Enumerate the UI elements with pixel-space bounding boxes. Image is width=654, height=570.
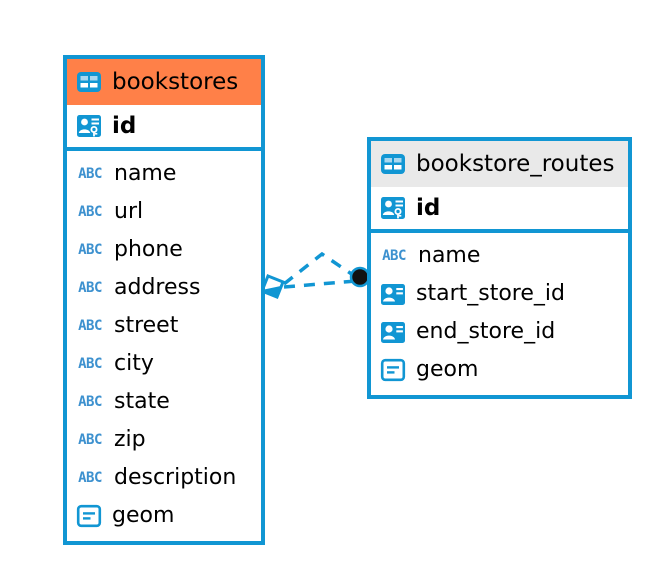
abc-text-icon: ABC (78, 356, 102, 372)
abc-text-icon: ABC (78, 318, 102, 334)
geometry-icon (75, 502, 103, 530)
geometry-icon (379, 356, 407, 384)
entity-table-bookstores[interactable]: bookstores id ABC name (63, 55, 265, 545)
field-label-id: id (416, 194, 441, 221)
field-label-description: description (114, 465, 237, 490)
foreign-key-icon (379, 280, 407, 308)
entity-title-bookstores: bookstores (112, 68, 239, 95)
primary-key-icon (75, 112, 103, 140)
abc-text-icon: ABC (78, 280, 102, 296)
field-label-start-store-id: start_store_id (416, 281, 565, 306)
field-label-name: name (418, 243, 481, 268)
abc-text-icon: ABC (78, 242, 102, 258)
table-icon (379, 150, 407, 178)
field-label-name: name (114, 161, 177, 186)
primary-key-icon (379, 194, 407, 222)
field-row-city[interactable]: ABC city (67, 345, 261, 383)
field-row-state[interactable]: ABC state (67, 383, 261, 421)
relationship-line-upper (282, 251, 357, 286)
diamond-marker-icon (260, 274, 285, 299)
abc-text-icon: ABC (78, 432, 102, 448)
field-row-address[interactable]: ABC address (67, 269, 261, 307)
field-label-end-store-id: end_store_id (416, 319, 556, 344)
foreign-key-icon (379, 318, 407, 346)
field-row-geom[interactable]: geom (67, 497, 261, 535)
field-row-end-store-id[interactable]: end_store_id (371, 313, 628, 351)
field-label-phone: phone (114, 237, 183, 262)
field-label-url: url (114, 199, 144, 224)
field-row-description[interactable]: ABC description (67, 459, 261, 497)
abc-text-icon: ABC (78, 204, 102, 220)
field-label-geom: geom (112, 503, 175, 528)
field-label-geom: geom (416, 357, 479, 382)
field-row-start-store-id[interactable]: start_store_id (371, 275, 628, 313)
abc-text-icon: ABC (78, 470, 102, 486)
field-list-bookstores: ABC name ABC url ABC phone ABC address A… (67, 151, 261, 541)
abc-text-icon: ABC (382, 248, 406, 264)
field-row-zip[interactable]: ABC zip (67, 421, 261, 459)
field-row-geom[interactable]: geom (371, 351, 628, 389)
field-label-state: state (114, 389, 170, 414)
entity-header-bookstore-routes[interactable]: bookstore_routes (371, 141, 628, 187)
abc-text-icon: ABC (78, 166, 102, 182)
field-label-city: city (114, 351, 154, 376)
relationship-line-lower (283, 279, 357, 289)
field-label-street: street (114, 313, 179, 338)
field-row-url[interactable]: ABC url (67, 193, 261, 231)
field-row-primary-key[interactable]: id (67, 105, 261, 151)
entity-header-bookstores[interactable]: bookstores (67, 59, 261, 105)
field-row-name[interactable]: ABC name (371, 237, 628, 275)
field-row-street[interactable]: ABC street (67, 307, 261, 345)
abc-text-icon: ABC (78, 394, 102, 410)
field-label-id: id (112, 112, 137, 139)
field-list-bookstore-routes: ABC name start_store_id (371, 233, 628, 395)
field-row-name[interactable]: ABC name (67, 155, 261, 193)
field-row-primary-key[interactable]: id (371, 187, 628, 233)
field-label-zip: zip (114, 427, 146, 452)
entity-table-bookstore-routes[interactable]: bookstore_routes id ABC name (367, 137, 632, 399)
field-row-phone[interactable]: ABC phone (67, 231, 261, 269)
table-icon (75, 68, 103, 96)
field-label-address: address (114, 275, 201, 300)
entity-title-bookstore-routes: bookstore_routes (416, 150, 615, 177)
